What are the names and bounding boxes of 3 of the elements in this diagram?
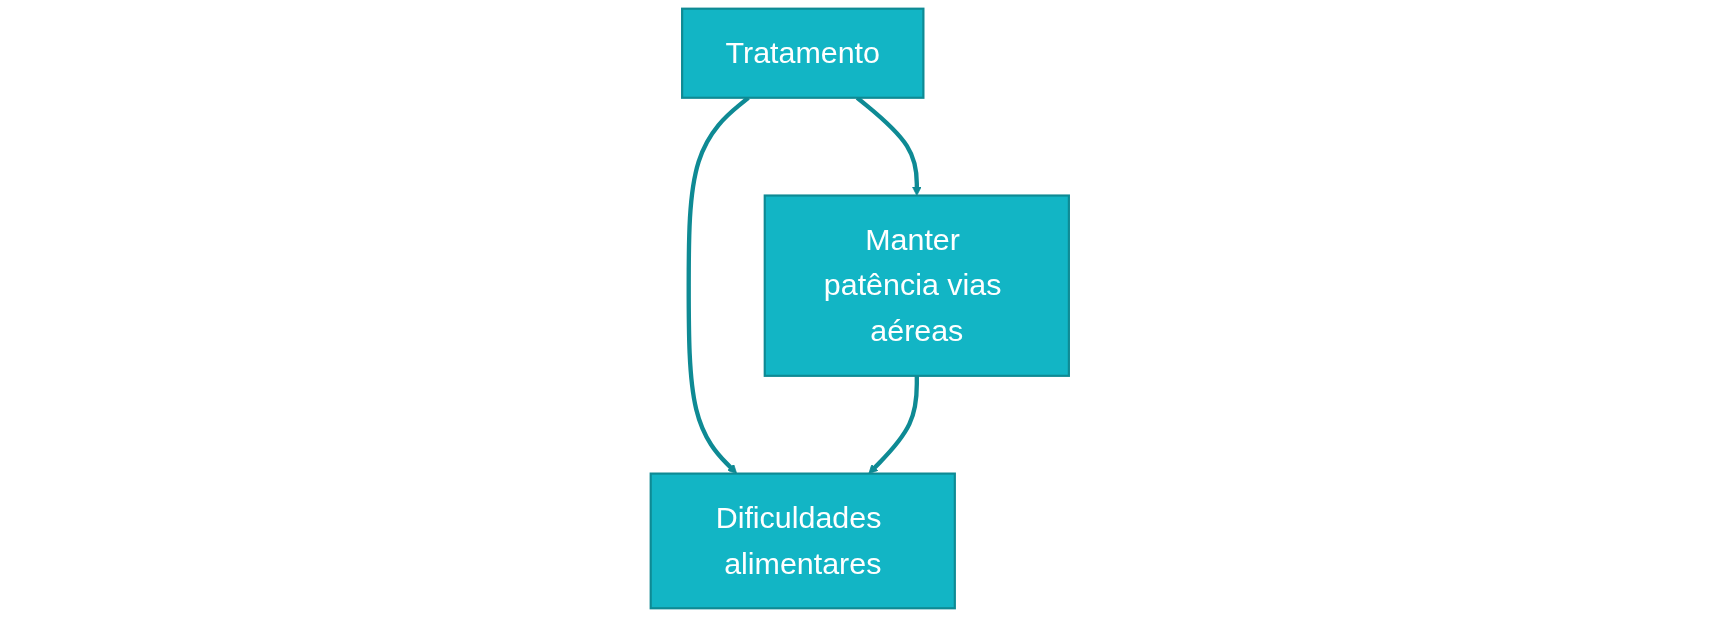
node-box: Tratamento [680,7,925,99]
node-box: Manter patência vias aéreas [763,194,1070,377]
node-box: Dificuldades alimentares [649,472,956,610]
